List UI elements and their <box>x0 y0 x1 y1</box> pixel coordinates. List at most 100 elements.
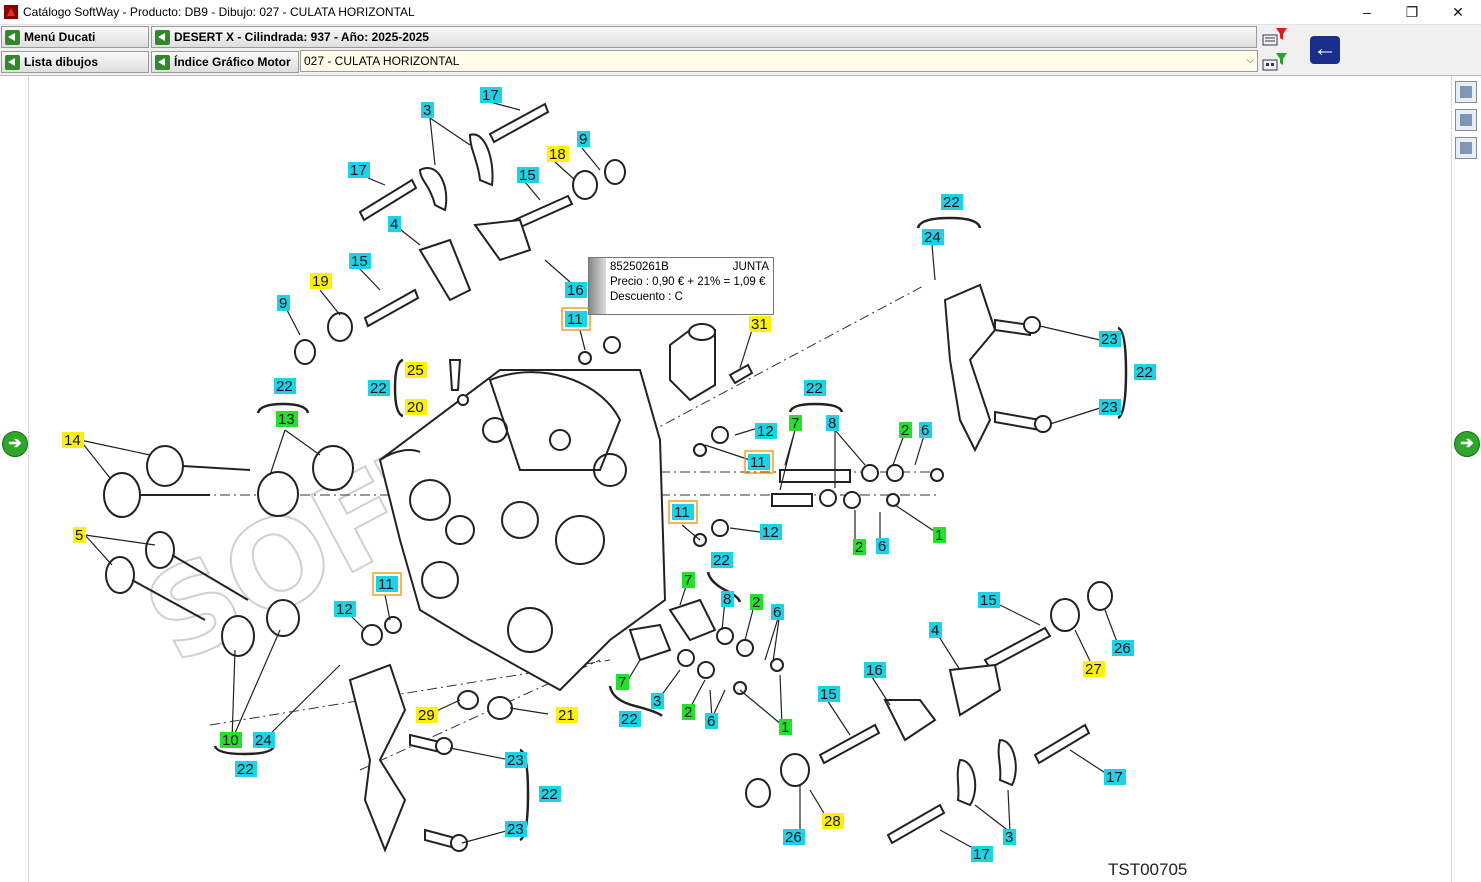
callout-label-26[interactable]: 26 <box>1114 640 1131 657</box>
callout-label-bg <box>349 253 371 269</box>
callout-label-8[interactable]: 8 <box>828 415 836 432</box>
callout-label-29[interactable]: 29 <box>418 707 435 724</box>
callout-label-28[interactable]: 28 <box>824 813 841 830</box>
callout-label-22[interactable]: 22 <box>943 194 960 211</box>
filter-grid-icon[interactable] <box>1262 52 1288 72</box>
callout-label-11[interactable]: 11 <box>674 504 690 521</box>
callout-label-22[interactable]: 22 <box>370 380 387 397</box>
callout-label-bg <box>711 552 733 568</box>
previous-drawing-icon[interactable]: ➔ <box>2 431 28 457</box>
callout-label-15[interactable]: 15 <box>820 686 837 703</box>
callout-label-3[interactable]: 3 <box>423 102 431 119</box>
callout-label-24[interactable]: 24 <box>924 229 941 246</box>
lista-dibujos-button[interactable]: Lista dibujos <box>1 51 149 73</box>
model-info-button[interactable]: DESERT X - Cilindrada: 937 - Año: 2025-2… <box>151 26 1257 48</box>
chevron-down-icon[interactable]: ⌵ <box>1246 55 1254 66</box>
callout-label-8[interactable]: 8 <box>723 591 731 608</box>
callout-label-3[interactable]: 3 <box>653 693 661 710</box>
callout-label-6[interactable]: 6 <box>773 604 781 621</box>
callout-label-6[interactable]: 6 <box>921 422 929 439</box>
callout-label-2[interactable]: 2 <box>855 539 863 556</box>
callout-label-22[interactable]: 22 <box>1136 364 1153 381</box>
model-info-label: DESERT X - Cilindrada: 937 - Año: 2025-2… <box>174 30 429 44</box>
callout-label-26[interactable]: 26 <box>785 829 802 846</box>
callout-label-bg <box>368 380 390 396</box>
filter-list-icon[interactable] <box>1262 27 1288 47</box>
callout-label-4[interactable]: 4 <box>390 216 398 233</box>
callout-label-bg <box>721 591 734 607</box>
callout-label-10[interactable]: 10 <box>222 732 239 749</box>
callout-label-12[interactable]: 12 <box>762 524 779 541</box>
callout-label-12[interactable]: 12 <box>336 601 353 618</box>
callout-label-24[interactable]: 24 <box>255 732 272 749</box>
callout-label-27[interactable]: 27 <box>1085 661 1102 678</box>
callout-label-9[interactable]: 9 <box>279 295 287 312</box>
callout-label-17[interactable]: 17 <box>1106 769 1123 786</box>
callout-label-bg <box>783 829 805 845</box>
callout-label-bg <box>505 821 527 837</box>
callout-label-23[interactable]: 23 <box>1101 399 1118 416</box>
callout-label-5[interactable]: 5 <box>75 527 83 544</box>
menu-ducati-button[interactable]: Menú Ducati <box>1 26 149 48</box>
indice-grafico-button[interactable]: Índice Gráfico Motor <box>151 51 299 73</box>
callout-label-3[interactable]: 3 <box>1005 829 1013 846</box>
toolbar: Menú Ducati DESERT X - Cilindrada: 937 -… <box>0 25 1481 76</box>
back-arrow-icon <box>155 54 170 70</box>
minimize-button[interactable]: – <box>1363 4 1371 20</box>
callout-label-12[interactable]: 12 <box>757 423 774 440</box>
callout-label-11[interactable]: 11 <box>378 576 394 593</box>
callout-label-23[interactable]: 23 <box>507 821 524 838</box>
callout-label-6[interactable]: 6 <box>707 713 715 730</box>
callout-label-18[interactable]: 18 <box>549 146 566 163</box>
callout-label-bg <box>789 415 802 431</box>
callout-label-22[interactable]: 22 <box>276 378 293 395</box>
next-drawing-icon[interactable]: ➔ <box>1454 431 1480 457</box>
close-button[interactable]: ✕ <box>1452 4 1464 20</box>
callout-label-13[interactable]: 13 <box>278 411 295 428</box>
callout-label-7[interactable]: 7 <box>791 415 799 432</box>
callout-label-15[interactable]: 15 <box>519 167 536 184</box>
callout-label-16[interactable]: 16 <box>866 662 883 679</box>
callout-label-15[interactable]: 15 <box>980 592 997 609</box>
callout-label-22[interactable]: 22 <box>621 711 638 728</box>
callout-label-4[interactable]: 4 <box>931 622 939 639</box>
callout-label-bg <box>416 707 438 723</box>
callout-label-6[interactable]: 6 <box>878 538 886 555</box>
callout-label-22[interactable]: 22 <box>713 552 730 569</box>
side-tool-list-icon[interactable] <box>1455 109 1477 131</box>
callout-label-15[interactable]: 15 <box>351 253 368 270</box>
callout-label-2[interactable]: 2 <box>752 594 760 611</box>
callout-label-9[interactable]: 9 <box>579 131 587 148</box>
callout-label-1[interactable]: 1 <box>935 527 943 544</box>
callout-label-16[interactable]: 16 <box>567 282 584 299</box>
callout-label-22[interactable]: 22 <box>806 380 823 397</box>
callout-label-25[interactable]: 25 <box>407 362 424 379</box>
callout-label-31[interactable]: 31 <box>751 316 768 333</box>
callout-label-23[interactable]: 23 <box>1101 331 1118 348</box>
restore-button[interactable]: ❐ <box>1405 4 1419 20</box>
callout-label-22[interactable]: 22 <box>237 761 254 778</box>
callout-label-11[interactable]: 11 <box>567 311 583 328</box>
callout-label-14[interactable]: 14 <box>64 432 81 449</box>
back-button[interactable]: ← <box>1310 36 1340 64</box>
callout-label-17[interactable]: 17 <box>482 87 499 104</box>
callout-label-bg <box>919 422 932 438</box>
callout-label-2[interactable]: 2 <box>901 422 909 439</box>
callout-label-7[interactable]: 7 <box>618 674 626 691</box>
drawing-select[interactable]: 027 - CULATA HORIZONTAL ⌵ <box>300 50 1258 72</box>
callout-label-7[interactable]: 7 <box>684 572 692 589</box>
callout-label-2[interactable]: 2 <box>684 704 692 721</box>
callout-label-1[interactable]: 1 <box>781 719 789 736</box>
callout-label-21[interactable]: 21 <box>558 707 575 724</box>
callout-label-23[interactable]: 23 <box>507 752 524 769</box>
callout-label-17[interactable]: 17 <box>973 846 990 863</box>
side-tool-cart-icon[interactable] <box>1455 81 1477 103</box>
callout-label-20[interactable]: 20 <box>407 399 424 416</box>
side-tool-link-icon[interactable] <box>1455 137 1477 159</box>
callout-label-11[interactable]: 11 <box>750 454 766 471</box>
callout-label-19[interactable]: 19 <box>312 273 329 290</box>
callout-label-17[interactable]: 17 <box>350 162 367 179</box>
callout-label-22[interactable]: 22 <box>541 786 558 803</box>
callout-label-bg <box>274 378 296 394</box>
